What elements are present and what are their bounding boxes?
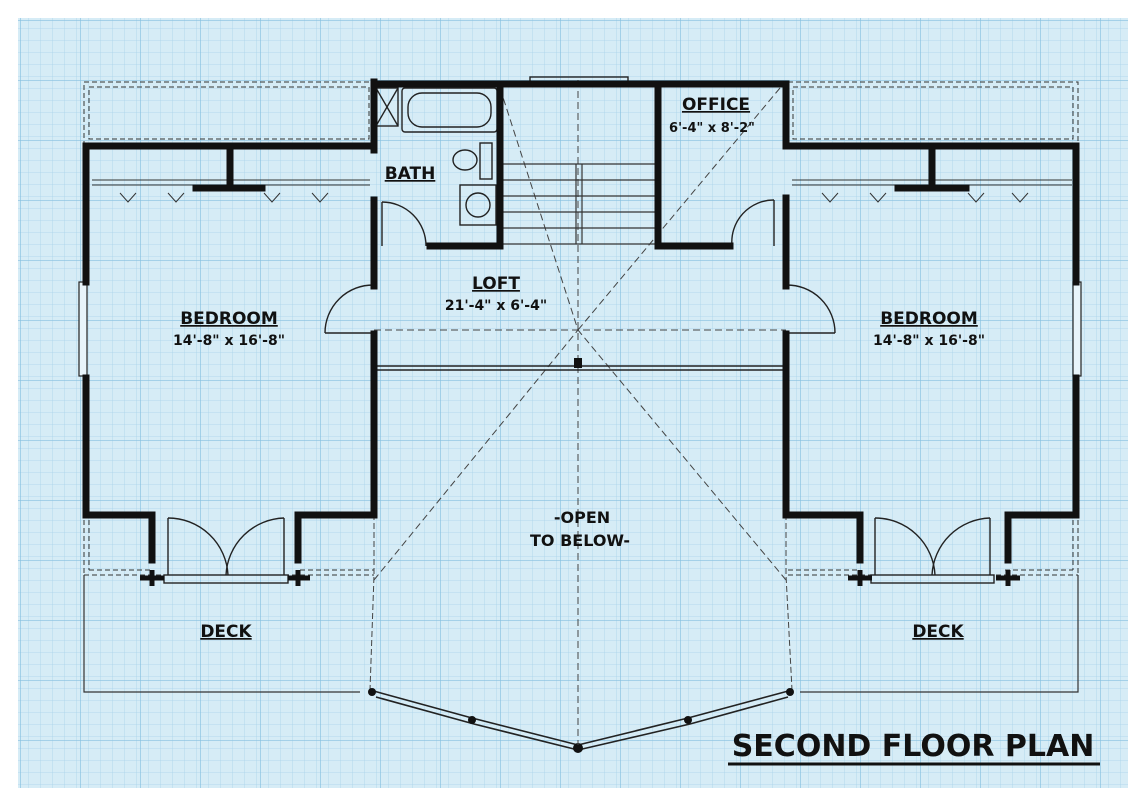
toilet [452, 149, 478, 171]
vanity [459, 184, 497, 226]
deck-right-name: DECK [912, 622, 964, 642]
plan-title: SECOND FLOOR PLAN [732, 729, 1095, 764]
office-size: 6'-4" x 8'-2" [669, 121, 755, 136]
walls [82, 78, 1080, 564]
bedroom-left-size: 14'-8" x 16'-8" [173, 333, 285, 349]
deck-outline [83, 575, 1079, 693]
bedroom-right-name: BEDROOM [880, 309, 978, 329]
office-name: OFFICE [682, 95, 750, 115]
ridge-lines [373, 80, 787, 745]
wall-posts [140, 570, 1020, 586]
deck-left-name: DECK [200, 622, 252, 642]
sink [465, 192, 491, 218]
bedroom-right-size: 14'-8" x 16'-8" [873, 333, 985, 349]
bedroom-left-name: BEDROOM [180, 309, 278, 329]
stairs [500, 163, 656, 245]
loft-name: LOFT [472, 274, 520, 294]
center-post [574, 358, 582, 368]
open-to-below-line1: -OPEN [554, 508, 610, 527]
bath-name: BATH [385, 164, 436, 184]
loft-size: 21'-4" x 6'-4" [445, 298, 547, 314]
grid-lines [18, 18, 1128, 788]
prow-posts [368, 688, 794, 753]
open-to-below-line2: TO BELOW- [530, 531, 630, 550]
